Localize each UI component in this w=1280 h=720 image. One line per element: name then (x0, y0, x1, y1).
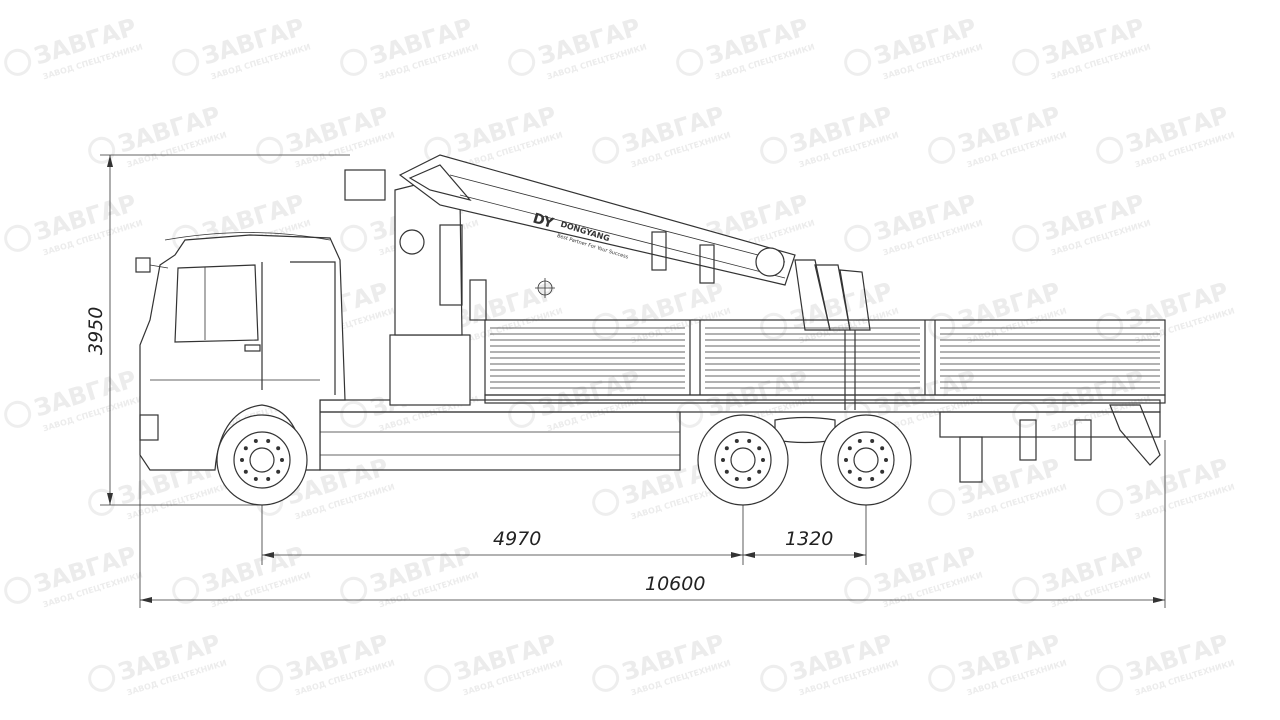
crane-logo-mark: DY (531, 211, 556, 233)
dimension-height: 3950 (85, 154, 350, 506)
wheelbase-label: 4970 (493, 528, 541, 550)
wheel (697, 414, 789, 506)
wheel (820, 414, 912, 506)
crane: DY DONGYANG Best Partner For Your Succes… (344, 154, 871, 410)
wheel (216, 414, 308, 506)
dimension-wheelbase: 4970 1320 (261, 505, 867, 565)
dimension-length: 10600 (139, 440, 1166, 608)
flatbed-body (484, 319, 1166, 404)
length-label: 10600 (645, 573, 705, 595)
wheels (216, 414, 912, 506)
axle-spacing-label: 1320 (785, 528, 833, 550)
height-label: 3950 (85, 307, 107, 355)
